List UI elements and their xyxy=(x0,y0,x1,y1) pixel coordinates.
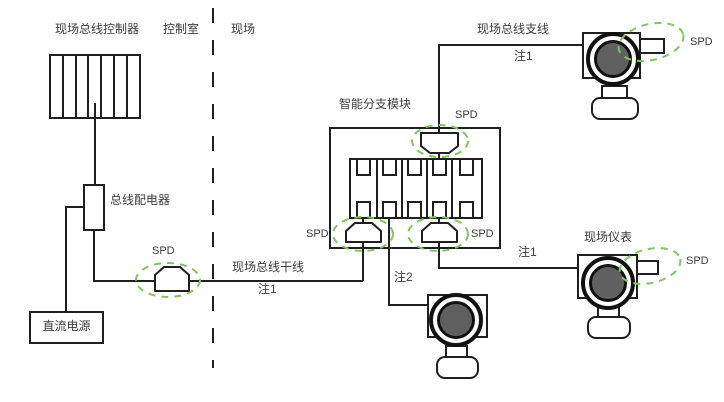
spd-highlight-module-top xyxy=(411,124,469,158)
spd-highlight-instrument-tr xyxy=(617,21,685,63)
distributor-to-trunk-spd-line xyxy=(93,230,155,282)
spd-label-trunk: SPD xyxy=(152,245,175,257)
module-bottom-right-spd-device xyxy=(421,222,458,243)
trunk-note1-label: 注1 xyxy=(258,282,277,296)
zone-control-room-label: 控制室 xyxy=(163,22,200,36)
branch-cable-label: 现场总线支线 xyxy=(477,22,550,36)
bus-power-distributor-box xyxy=(83,184,105,231)
instrument-br-spd-stub xyxy=(636,260,659,275)
trunk-cable-label: 现场总线干线 xyxy=(232,260,305,274)
spd-highlight-instrument-br xyxy=(618,247,682,285)
field-instrument-label: 现场仪表 xyxy=(584,230,633,244)
instrument-bottom-right xyxy=(577,254,659,339)
module-top-spd-device xyxy=(420,132,459,154)
instrument-middle xyxy=(427,293,488,379)
module-label: 智能分支模块 xyxy=(339,97,412,111)
dc-power-label: 直流电源 xyxy=(42,319,91,333)
module-bottom-left-spd-device xyxy=(345,222,382,243)
fieldbus-branch-line xyxy=(438,44,585,159)
branch-note1-label: 注1 xyxy=(514,49,533,63)
spd-label-instrument-br: SPD xyxy=(686,255,709,267)
spd-highlight-trunk xyxy=(135,262,201,298)
spd-label-module-top: SPD xyxy=(455,109,478,121)
spd-highlight-module-bl xyxy=(332,216,394,252)
distributor-to-dc-line xyxy=(65,206,84,312)
right-branch-note1-label: 注1 xyxy=(518,245,537,259)
distributor-label: 总线配电器 xyxy=(110,193,171,207)
dc-power-box xyxy=(29,311,104,344)
instrument-top-right xyxy=(582,32,665,120)
spd-label-module-bl: SPD xyxy=(306,228,329,240)
trunk-spd-device xyxy=(154,266,190,292)
instrument-tr-spd-stub xyxy=(639,38,665,54)
spd-label-instrument-tr: SPD xyxy=(690,36,713,48)
controller-label: 现场总线控制器 xyxy=(55,22,140,36)
zone-field-label: 现场 xyxy=(231,22,256,36)
note2-direct-line xyxy=(388,218,430,306)
note2-label: 注2 xyxy=(394,270,413,284)
spd-highlight-module-br xyxy=(407,216,469,252)
terminal-strip xyxy=(349,158,483,219)
spd-label-module-br: SPD xyxy=(471,228,494,240)
